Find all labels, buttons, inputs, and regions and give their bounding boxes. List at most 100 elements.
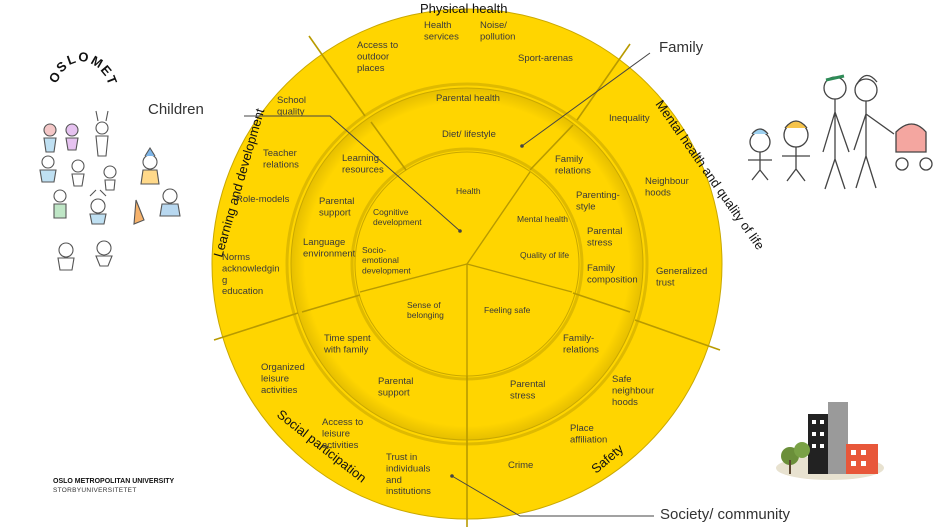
inner-feeling-safe: Feeling safe <box>484 305 531 315</box>
label-line: composition <box>587 274 638 285</box>
label-line: Parental <box>319 196 354 207</box>
label-line: relations <box>263 159 299 170</box>
label-line: with family <box>323 344 369 355</box>
label-line: Organized <box>261 362 305 373</box>
callout-dot-family <box>520 144 524 148</box>
label-line: stress <box>510 390 536 401</box>
label-parental-health: Parental health <box>436 93 500 104</box>
label-line: Sense of <box>407 300 441 310</box>
label-line: Place <box>570 423 594 434</box>
callout-dot-society <box>450 474 454 478</box>
label-line: Noise/ <box>480 20 507 31</box>
label-line: relations <box>563 344 599 355</box>
inner-quality-of-life: Quality of life <box>520 250 569 260</box>
label-line: Access to <box>357 40 398 51</box>
label-line: Trust in <box>386 452 417 463</box>
city-illustration <box>776 402 884 480</box>
university-subname: STORBYUNIVERSITETET <box>53 487 137 494</box>
label-line: leisure <box>322 428 350 439</box>
label-line: support <box>319 207 351 218</box>
label-role-models: Role-models <box>236 194 290 205</box>
label-line: stress <box>587 237 613 248</box>
label-line: hoods <box>645 187 671 198</box>
callout-dot-children <box>458 229 462 233</box>
family-illustration <box>748 74 933 190</box>
label-line: resources <box>342 164 384 175</box>
label-line: Cognitive <box>373 207 409 217</box>
label-line: Family- <box>563 333 594 344</box>
label-parenting-style: Parenting-style <box>576 190 620 212</box>
label-line: support <box>378 387 410 398</box>
callout-children: Children <box>148 101 204 118</box>
label-line: activities <box>261 385 298 396</box>
label-line: Generalized <box>656 266 707 277</box>
inner-mental-health: Mental health <box>517 214 568 224</box>
label-line: development <box>362 265 411 275</box>
label-line: acknowledgin <box>222 263 280 274</box>
label-sport-arenas: Sport-arenas <box>518 53 573 64</box>
label-line: and <box>386 475 402 486</box>
label-line: trust <box>656 277 675 288</box>
section-title-physical: Physical health <box>420 1 507 16</box>
label-line: leisure <box>261 373 289 384</box>
label-line: Learning <box>342 153 379 164</box>
label-line: Socio- <box>362 245 386 255</box>
university-name: OSLO METROPOLITAN UNIVERSITY <box>53 478 175 485</box>
label-crime: Crime <box>508 460 533 471</box>
label-line: quality <box>277 106 305 117</box>
label-line: Safe <box>612 374 632 385</box>
label-noise: Noise/pollution <box>480 20 515 42</box>
outer-dividers <box>213 35 721 527</box>
inner-dividers <box>359 171 573 376</box>
label-line: environment <box>303 248 356 259</box>
children-illustration <box>39 110 181 271</box>
label-line: affiliation <box>570 434 607 445</box>
label-line: relations <box>555 165 591 176</box>
label-line: development <box>373 217 422 227</box>
middle-dividers <box>301 121 631 440</box>
label-line: institutions <box>386 486 431 497</box>
callout-lines <box>244 52 654 517</box>
label-line: Teacher <box>263 148 297 159</box>
callout-family: Family <box>659 39 704 56</box>
label-line: g <box>222 275 227 286</box>
label-inequality: Inequality <box>609 113 650 124</box>
label-line: Language <box>303 237 345 248</box>
label-line: Health <box>424 20 451 31</box>
label-line: Neighbour <box>645 176 689 187</box>
label-line: Parental <box>378 376 413 387</box>
logo-letter: O <box>78 49 89 65</box>
label-line: services <box>424 31 459 42</box>
label-line: emotional <box>362 255 399 265</box>
label-line: hoods <box>612 397 638 408</box>
label-line: education <box>222 286 263 297</box>
label-line: places <box>357 63 385 74</box>
label-line: style <box>576 201 596 212</box>
label-line: Time spent <box>324 333 371 344</box>
label-line: Family <box>587 263 615 274</box>
label-line: School <box>277 95 306 106</box>
label-diet-lifestyle: Diet/ lifestyle <box>442 129 496 140</box>
